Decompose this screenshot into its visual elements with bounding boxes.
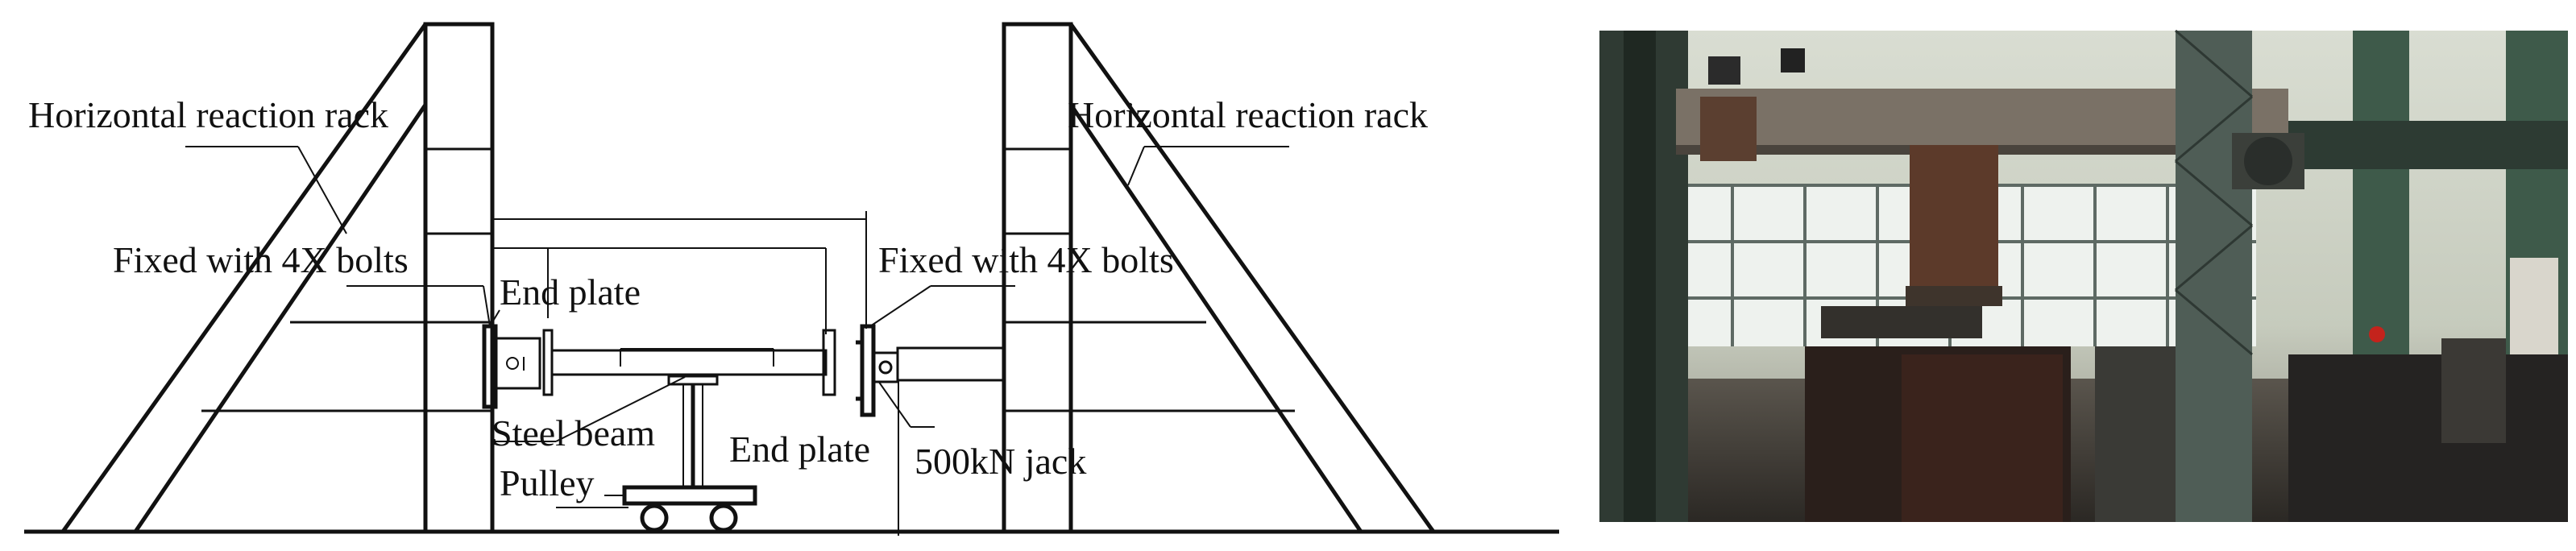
label-pulley: Pulley xyxy=(500,462,595,503)
jack-cylinder xyxy=(896,346,1006,382)
label-left-rack: Horizontal reaction rack xyxy=(28,94,388,135)
left-reaction-rack xyxy=(60,22,495,534)
pulley-wheel-left xyxy=(640,503,669,532)
photo-center-column xyxy=(2176,31,2252,522)
right-reaction-rack xyxy=(1002,22,1436,534)
schematic-drawing: Horizontal reaction rack Horizontal reac… xyxy=(24,22,1559,536)
label-left-end-plate: End plate xyxy=(500,271,641,313)
leader-lines xyxy=(185,146,1289,536)
label-right-bolts: Fixed with 4X bolts xyxy=(878,239,1174,280)
label-right-end-plate: End plate xyxy=(729,429,870,470)
specimen-assembly xyxy=(482,324,1006,417)
pulley-wheel-right xyxy=(709,503,738,532)
dimension-lines xyxy=(492,211,867,334)
right-rack-column xyxy=(1002,22,1073,534)
photo-specimen xyxy=(1910,145,1998,290)
left-rack-column xyxy=(423,22,495,534)
jack-head xyxy=(872,351,899,383)
left-end-plate xyxy=(482,324,498,409)
right-end-plate xyxy=(860,324,876,417)
label-steel-beam: Steel beam xyxy=(492,412,655,454)
steel-beam xyxy=(550,349,828,376)
test-setup-photo xyxy=(1599,29,2568,522)
label-left-bolts: Fixed with 4X bolts xyxy=(113,239,409,280)
label-jack: 500kN jack xyxy=(915,441,1086,482)
label-right-rack: Horizontal reaction rack xyxy=(1068,94,1428,135)
pulley-cart xyxy=(622,485,757,506)
right-stiffener xyxy=(822,329,836,396)
pulley-support xyxy=(604,348,774,532)
left-joint-block xyxy=(494,337,541,390)
